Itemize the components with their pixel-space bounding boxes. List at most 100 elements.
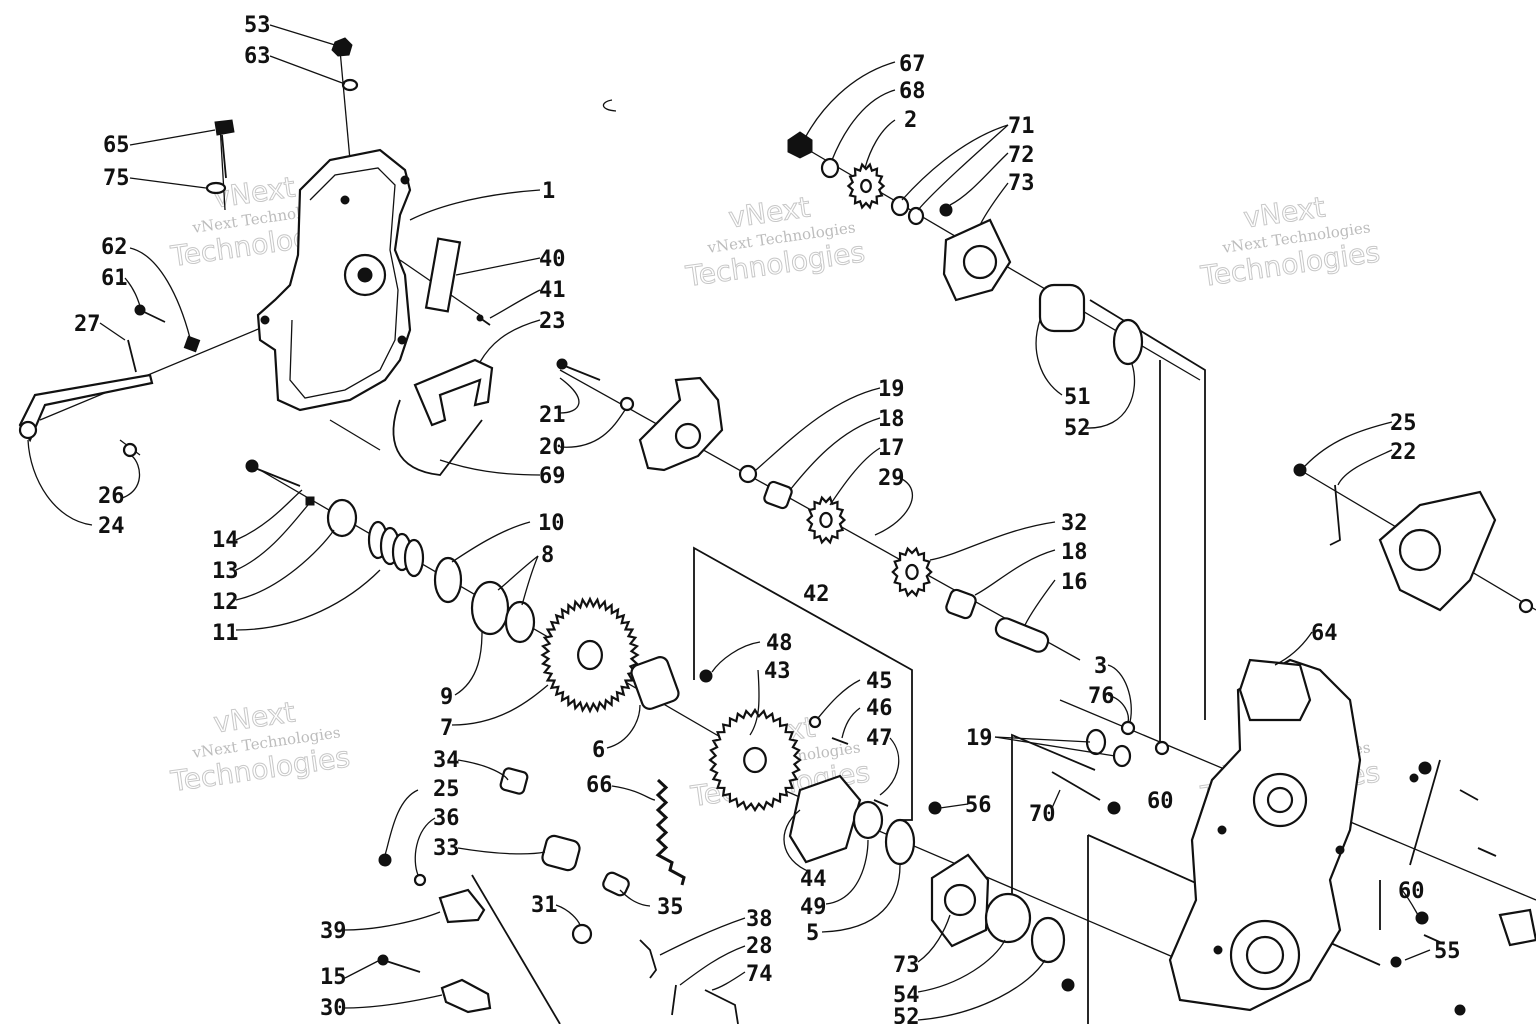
bearing-9 <box>470 580 510 636</box>
sprocket-hub <box>819 511 833 529</box>
leader-40 <box>455 257 541 276</box>
callout-62: 62 <box>101 235 128 260</box>
leader-51 <box>1035 319 1063 396</box>
bolt-46 <box>831 737 849 745</box>
shaft-16 <box>994 617 1050 653</box>
callout-73: 73 <box>1008 171 1035 196</box>
snap-ring-10 <box>433 556 463 604</box>
leader-12 <box>235 529 335 601</box>
nut-48 <box>699 669 713 683</box>
callout-19: 19 <box>878 377 905 402</box>
callout-65: 65 <box>103 133 130 158</box>
brake-lever-assembly <box>18 304 201 458</box>
nut-right-bottom <box>1454 1004 1466 1016</box>
callout-60: 60 <box>1147 789 1174 814</box>
leader-11 <box>235 569 381 631</box>
leader-18b <box>974 549 1056 596</box>
nut-56 <box>928 801 942 815</box>
callout-29: 29 <box>878 466 905 491</box>
callout-43: 43 <box>764 659 791 684</box>
nut-right-2 <box>1409 773 1419 783</box>
drive-chain-66 <box>655 778 686 886</box>
spacer-35 <box>602 871 630 897</box>
right-side-hardware <box>928 463 1536 1016</box>
block-39 <box>438 888 486 924</box>
washer-13 <box>305 496 315 506</box>
nut-60b <box>1415 911 1429 925</box>
arm-28 <box>671 984 677 1016</box>
leader-45 <box>817 679 861 719</box>
flange-cover-right-hub <box>1398 528 1442 572</box>
leader-7 <box>451 684 549 726</box>
washer-20 <box>619 396 635 412</box>
leader-49 <box>825 839 869 905</box>
leader-71 <box>901 124 1009 201</box>
top-left-hardware <box>205 37 494 476</box>
chaincase-housing-body <box>1168 658 1362 1012</box>
bolt-31 <box>571 923 593 945</box>
chaincase-housing-top <box>1238 658 1312 722</box>
nut-55 <box>1390 956 1402 968</box>
chaincase-cover-rim <box>289 167 399 399</box>
housing-bolt-hole <box>1217 825 1227 835</box>
dipstick-65 <box>221 134 227 179</box>
middle-shaft-assembly <box>556 358 1050 653</box>
callout-25: 25 <box>433 777 460 802</box>
leader-39 <box>344 911 441 931</box>
assembly-bracket-lower <box>1011 733 1096 930</box>
tensioner-plate-44 <box>788 774 862 864</box>
leader-72 <box>949 152 1009 206</box>
housing-bolt-hole <box>1335 845 1345 855</box>
callout-67: 67 <box>899 52 926 77</box>
roller-34 <box>499 767 529 795</box>
leader-75 <box>129 177 207 189</box>
callout-48: 48 <box>766 631 793 656</box>
cable-69 <box>392 399 483 476</box>
bearing-18b <box>945 588 977 620</box>
callout-36: 36 <box>433 806 460 831</box>
leader-lines <box>27 24 1431 1021</box>
washer-36 <box>413 873 427 887</box>
leader-33 <box>457 847 546 855</box>
callout-18: 18 <box>878 407 905 432</box>
leader-38 <box>659 917 746 956</box>
axis-line <box>329 419 381 451</box>
leader-52b <box>917 959 1046 1021</box>
leader-66 <box>611 785 656 801</box>
leader-10 <box>451 521 531 563</box>
leader-73b <box>917 914 951 963</box>
callout-52-b: 52 <box>893 1005 920 1024</box>
leader-52 <box>1084 363 1136 429</box>
callout-9: 9 <box>440 685 453 710</box>
callout-55: 55 <box>1434 939 1461 964</box>
bearing-54 <box>984 892 1032 944</box>
assembly-bracket-42 <box>693 546 913 821</box>
callout-74: 74 <box>746 962 773 987</box>
callout-11: 11 <box>212 621 239 646</box>
leader-41 <box>489 289 541 319</box>
bracket-23 <box>413 358 494 427</box>
watermark-4: vNext vNext Technologies Technologies <box>168 695 353 799</box>
callout-47: 47 <box>866 726 893 751</box>
leader-30 <box>344 994 443 1009</box>
bearing-flange-73b-hub <box>943 883 977 917</box>
leader-63 <box>269 55 346 85</box>
dipstick-cap-65 <box>214 119 235 136</box>
leader-24 <box>27 439 93 526</box>
washer-71b <box>907 206 925 226</box>
leader-53 <box>269 24 336 46</box>
washer-19 <box>738 464 758 484</box>
callout-30: 30 <box>320 996 347 1021</box>
callout-70: 70 <box>1029 802 1056 827</box>
leader-15 <box>344 959 381 979</box>
callout-26: 26 <box>98 484 125 509</box>
leader-55 <box>1404 949 1431 961</box>
callout-16: 16 <box>1061 570 1088 595</box>
leader-29 <box>874 477 913 536</box>
callout-35: 35 <box>657 895 684 920</box>
callout-76: 76 <box>1088 684 1115 709</box>
leader-68 <box>831 89 896 161</box>
washer-right <box>1518 598 1534 614</box>
callout-3: 3 <box>1094 654 1107 679</box>
